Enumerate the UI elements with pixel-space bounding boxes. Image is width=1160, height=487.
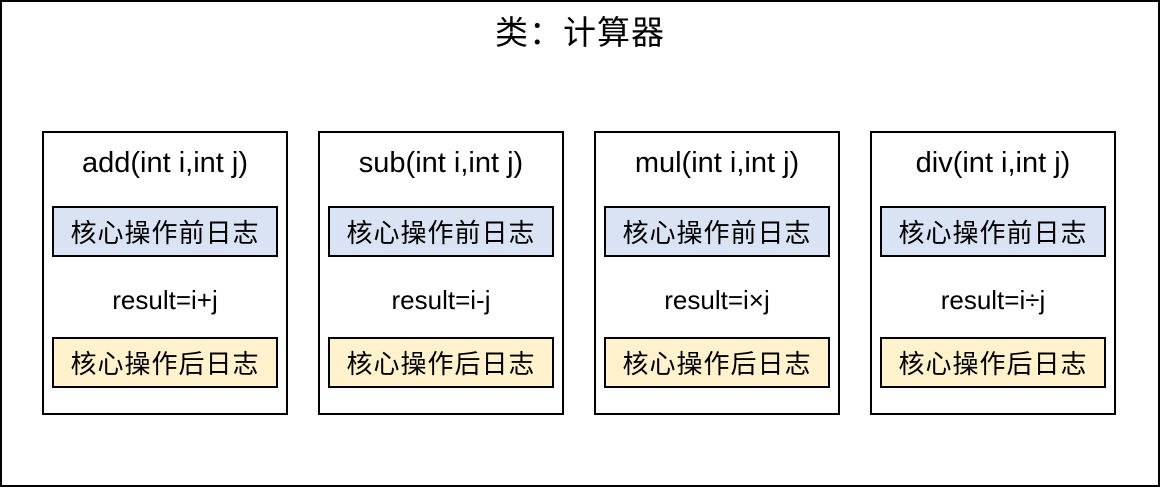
- method-signature: add(int i,int j): [81, 147, 248, 179]
- result-expression: result=i÷j: [940, 285, 1046, 315]
- class-title: 类：计算器: [495, 14, 665, 51]
- method-card: add(int i,int j) 核心操作前日志 result=i+j 核心操作…: [42, 131, 288, 415]
- method-card: mul(int i,int j) 核心操作前日志 result=i×j 核心操作…: [594, 131, 840, 415]
- post-log-label: 核心操作后日志: [898, 349, 1088, 379]
- pre-log-label: 核心操作前日志: [898, 218, 1088, 248]
- method-signature: sub(int i,int j): [358, 147, 524, 179]
- method-signature: mul(int i,int j): [634, 147, 800, 179]
- methods-row: add(int i,int j) 核心操作前日志 result=i+j 核心操作…: [2, 131, 1158, 415]
- post-log-box: 核心操作后日志: [604, 337, 830, 388]
- post-log-box: 核心操作后日志: [328, 337, 554, 388]
- post-log-label: 核心操作后日志: [622, 349, 812, 379]
- pre-log-box: 核心操作前日志: [52, 206, 278, 257]
- pre-log-label: 核心操作前日志: [346, 218, 536, 248]
- pre-log-label: 核心操作前日志: [70, 218, 260, 248]
- post-log-box: 核心操作后日志: [880, 337, 1106, 388]
- method-card: sub(int i,int j) 核心操作前日志 result=i-j 核心操作…: [318, 131, 564, 415]
- result-expression: result=i-j: [391, 285, 491, 315]
- method-card: div(int i,int j) 核心操作前日志 result=i÷j 核心操作…: [870, 131, 1116, 415]
- pre-log-label: 核心操作前日志: [622, 218, 812, 248]
- pre-log-box: 核心操作前日志: [880, 206, 1106, 257]
- post-log-label: 核心操作后日志: [346, 349, 536, 379]
- post-log-box: 核心操作后日志: [52, 337, 278, 388]
- result-expression: result=i×j: [664, 285, 770, 315]
- method-signature: div(int i,int j): [915, 147, 1071, 179]
- pre-log-box: 核心操作前日志: [328, 206, 554, 257]
- pre-log-box: 核心操作前日志: [604, 206, 830, 257]
- post-log-label: 核心操作后日志: [70, 349, 260, 379]
- result-expression: result=i+j: [112, 285, 218, 315]
